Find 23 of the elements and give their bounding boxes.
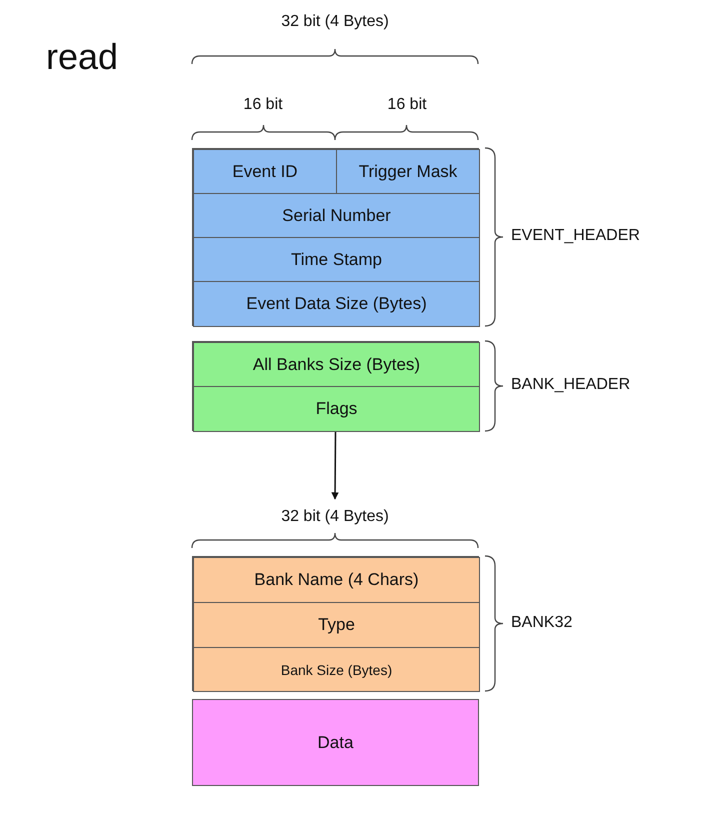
width-label: 32 bit (4 Bytes) — [281, 13, 389, 31]
title-text: read — [46, 36, 118, 78]
field-cell: Type — [193, 602, 480, 648]
field-cell: Bank Size (Bytes) — [193, 647, 480, 692]
field-cell: Event Data Size (Bytes) — [193, 281, 480, 327]
field-cell: All Banks Size (Bytes) — [193, 342, 480, 387]
data-block: Data — [192, 699, 479, 786]
field-cell: Flags — [193, 386, 480, 432]
arrow — [331, 431, 339, 500]
field-group — [192, 148, 479, 326]
field-cell: Trigger Mask — [336, 149, 480, 194]
section-label: EVENT_HEADER — [511, 227, 640, 245]
width-label: 16 bit — [387, 96, 427, 114]
field-cell: Event ID — [193, 149, 337, 194]
field-group — [192, 341, 479, 431]
section-label: BANK_HEADER — [511, 376, 630, 394]
field-group — [192, 556, 479, 691]
field-cell: Time Stamp — [193, 237, 480, 282]
section-label: BANK32 — [511, 614, 572, 632]
field-cell: Bank Name (4 Chars) — [193, 557, 480, 603]
width-label: 16 bit — [243, 96, 283, 114]
width-label: 32 bit (4 Bytes) — [270, 507, 400, 527]
field-cell: Serial Number — [193, 193, 480, 238]
